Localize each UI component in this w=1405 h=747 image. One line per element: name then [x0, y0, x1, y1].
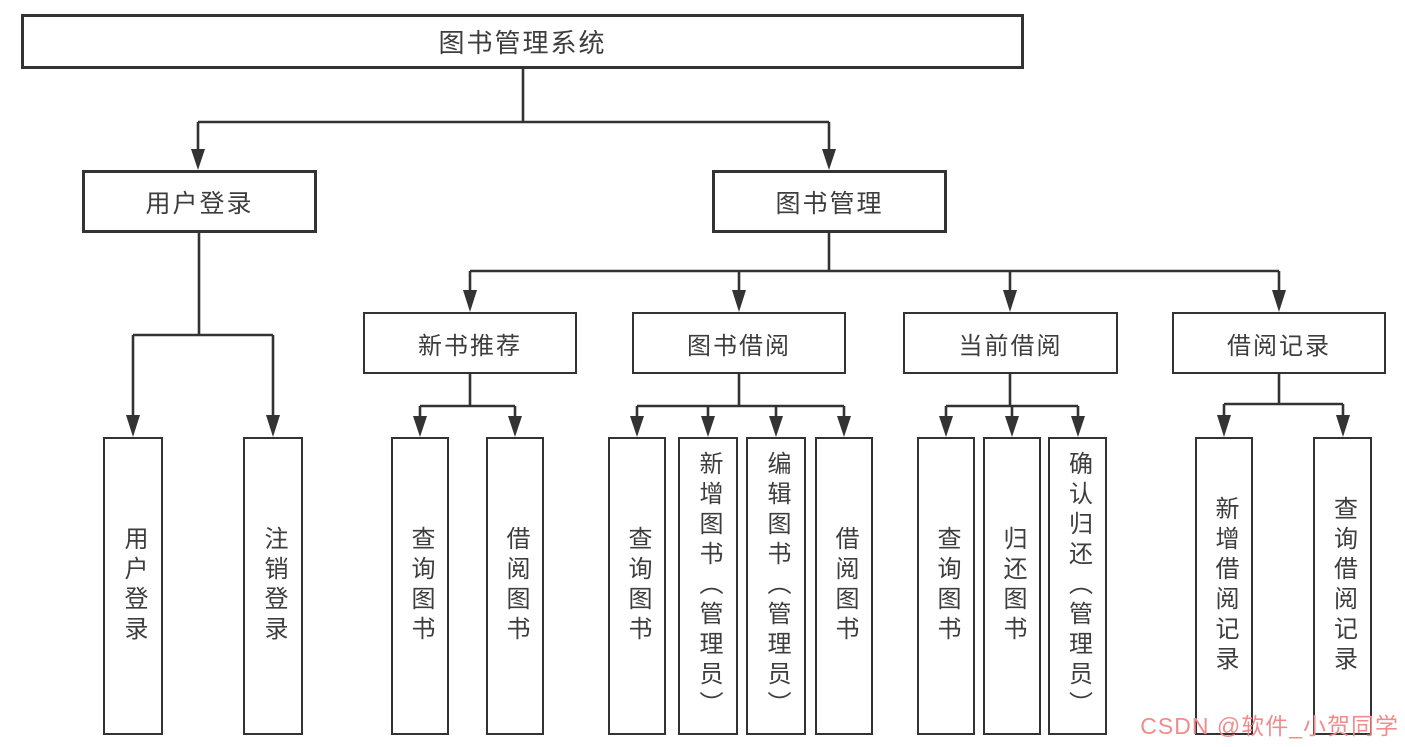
node-new-book-rec-label: 新书推荐 [418, 332, 522, 360]
leaf-query-book-current: 查询图书 [917, 437, 975, 735]
node-root-system-label: 图书管理系统 [438, 28, 607, 58]
connector-current-borrow-children [939, 374, 1085, 437]
connector-borrow-records-children [1217, 374, 1350, 437]
leaf-borrow-book-new: 借阅图书 [486, 437, 544, 735]
connector-user-login-children [126, 233, 280, 437]
node-current-borrow: 当前借阅 [903, 312, 1118, 374]
leaf-add-book-admin-label: 新增图书（管理员） [695, 451, 722, 721]
connector-root-to-level1 [191, 69, 836, 170]
leaf-edit-book-admin: 编辑图书（管理员） [746, 437, 806, 735]
node-book-mgmt-label: 图书管理 [775, 189, 884, 218]
node-book-borrow: 图书借阅 [632, 312, 846, 374]
leaf-add-book-admin: 新增图书（管理员） [678, 437, 738, 735]
leaf-return-book: 归还图书 [983, 437, 1041, 735]
connector-new-book-rec-children [413, 374, 522, 437]
node-borrow-records-label: 借阅记录 [1227, 332, 1331, 360]
leaf-edit-book-admin-label: 编辑图书（管理员） [763, 451, 790, 721]
leaf-query-book-borrow: 查询图书 [608, 437, 666, 735]
node-book-borrow-label: 图书借阅 [687, 332, 791, 360]
leaf-borrow-book-new-label: 借阅图书 [502, 526, 529, 646]
leaf-confirm-return-admin-label: 确认归还（管理员） [1064, 451, 1092, 721]
node-borrow-records: 借阅记录 [1172, 312, 1386, 374]
leaf-user-login-label: 用户登录 [120, 526, 147, 646]
leaf-add-borrow-record-label: 新增借阅记录 [1211, 496, 1238, 676]
leaf-query-book-current-label: 查询图书 [933, 526, 960, 646]
node-book-mgmt: 图书管理 [712, 170, 947, 233]
leaf-return-book-label: 归还图书 [999, 526, 1026, 646]
watermark: CSDN @软件_小贺同学 [1140, 713, 1399, 739]
connector-book-mgmt-children [463, 233, 1286, 312]
leaf-query-book-new: 查询图书 [391, 437, 449, 735]
node-current-borrow-label: 当前借阅 [958, 332, 1063, 360]
node-user-login: 用户登录 [82, 170, 317, 233]
leaf-query-borrow-record-label: 查询借阅记录 [1329, 496, 1357, 676]
leaf-user-login: 用户登录 [103, 437, 163, 735]
leaf-logout-label: 注销登录 [260, 526, 287, 646]
leaf-query-book-borrow-label: 查询图书 [624, 526, 651, 646]
node-root-system: 图书管理系统 [21, 14, 1024, 69]
leaf-borrow-book-label: 借阅图书 [831, 526, 858, 646]
node-user-login-label: 用户登录 [145, 189, 254, 218]
node-new-book-rec: 新书推荐 [363, 312, 577, 374]
leaf-query-book-new-label: 查询图书 [407, 526, 434, 646]
leaf-confirm-return-admin: 确认归还（管理员） [1048, 437, 1107, 735]
leaf-borrow-book: 借阅图书 [815, 437, 873, 735]
leaf-query-borrow-record: 查询借阅记录 [1313, 437, 1372, 735]
leaf-add-borrow-record: 新增借阅记录 [1195, 437, 1253, 735]
leaf-logout: 注销登录 [243, 437, 303, 735]
connector-book-borrow-children [630, 374, 851, 437]
